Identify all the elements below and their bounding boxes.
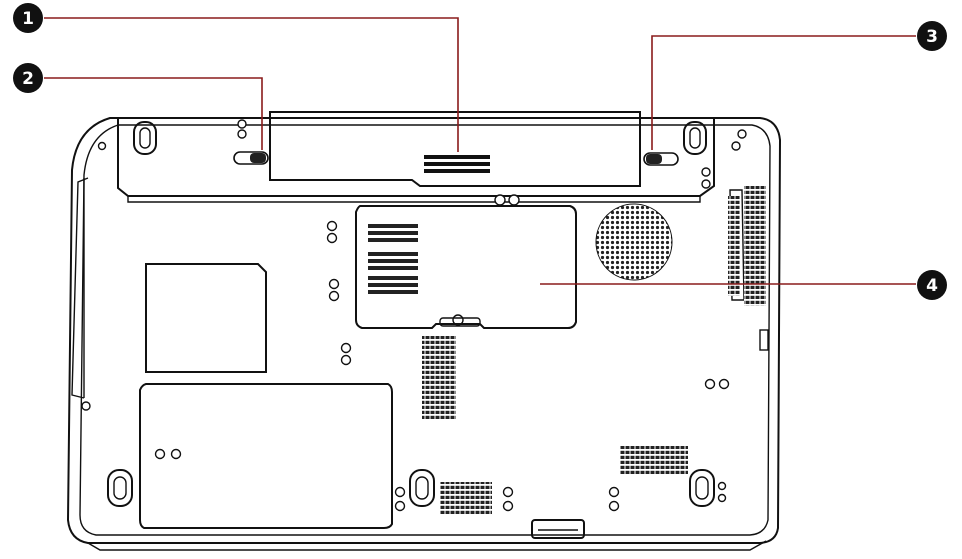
leader-line-1 bbox=[44, 17, 459, 152]
laptop-chassis bbox=[66, 117, 782, 551]
screws bbox=[81, 119, 747, 512]
memory-module-cover[interactable] bbox=[355, 205, 577, 329]
center-vent-icon bbox=[422, 336, 456, 420]
leader-line-3 bbox=[651, 35, 916, 150]
battery-bay bbox=[117, 118, 715, 203]
leader-lines bbox=[44, 17, 916, 285]
svg-text:2: 2 bbox=[22, 69, 34, 89]
leader-line-2 bbox=[44, 77, 263, 150]
lower-right-vent-icon bbox=[620, 446, 688, 474]
rubber-foot-bottom-middle bbox=[409, 469, 435, 507]
memory-cover-vent-icon bbox=[368, 224, 418, 294]
callout-4: 4 bbox=[917, 270, 947, 300]
svg-text:4: 4 bbox=[926, 276, 938, 296]
rubber-foot-top-left bbox=[133, 121, 157, 155]
small-access-panel bbox=[145, 263, 267, 373]
bottom-latch bbox=[531, 519, 585, 539]
battery-release-latch[interactable] bbox=[643, 152, 679, 166]
battery-lock[interactable] bbox=[233, 151, 269, 165]
rubber-foot-bottom-left bbox=[107, 469, 133, 507]
callout-3: 3 bbox=[917, 21, 947, 51]
callout-2: 2 bbox=[13, 63, 43, 93]
battery-pack[interactable] bbox=[269, 111, 641, 187]
svg-text:3: 3 bbox=[926, 27, 938, 47]
callout-1: 1 bbox=[13, 3, 43, 33]
exhaust-vent-icon bbox=[744, 186, 766, 306]
svg-text:1: 1 bbox=[22, 9, 34, 29]
fan-grille-icon bbox=[595, 203, 673, 281]
battery-grip-icon bbox=[424, 155, 490, 173]
bottom-vent-icon bbox=[440, 482, 492, 514]
hard-drive-cover bbox=[139, 383, 393, 529]
rubber-foot-top-right bbox=[683, 121, 707, 155]
rubber-foot-bottom-right bbox=[689, 469, 715, 507]
right-edge-notch bbox=[759, 329, 769, 351]
side-vent-icon bbox=[728, 196, 740, 296]
